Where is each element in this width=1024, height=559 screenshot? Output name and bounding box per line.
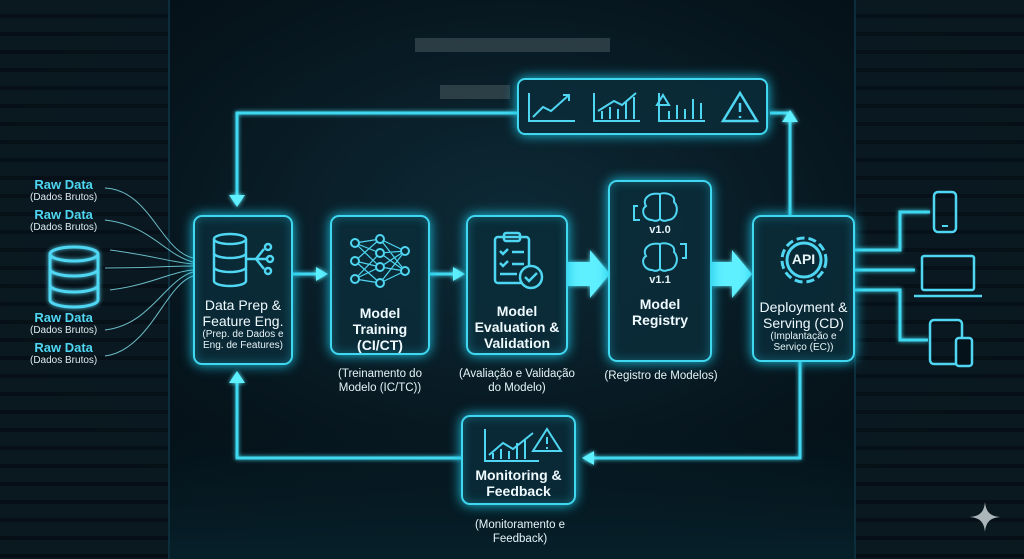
- raw-data-sublabel: (Dados Brutos): [30, 192, 98, 203]
- feedback-loop-bottom-right: [585, 362, 802, 460]
- big-arrow-registry-deploy: [712, 250, 752, 298]
- stage-deployment[interactable]: API Deployment & Serving (CD) (Implantaç…: [752, 215, 855, 362]
- stage-title: Training: [352, 321, 408, 337]
- stage-title: Model: [639, 296, 681, 312]
- server-rack-right: [854, 0, 1024, 559]
- database-feature-icon: [212, 232, 275, 288]
- stage-title: Data Prep &: [204, 297, 282, 313]
- feedback-loop-top: [235, 111, 517, 200]
- stage-data-prep[interactable]: Data Prep & Feature Eng. (Prep. de Dados…: [193, 215, 293, 365]
- arrowhead: [316, 267, 328, 281]
- stage-title: Validation: [483, 335, 551, 351]
- stage-subtitle: Eng. de Features): [202, 340, 284, 351]
- device-links: [855, 210, 930, 342]
- stage-title: Deployment &: [759, 299, 848, 315]
- arrowhead: [453, 267, 465, 281]
- raw-data-sublabel: (Dados Brutos): [30, 325, 98, 336]
- api-label: API: [791, 251, 816, 267]
- raw-data-label: Raw Data: [34, 207, 93, 222]
- stage-title: (CI/CT): [357, 337, 403, 353]
- arrowhead: [782, 110, 798, 122]
- stage-title: Evaluation &: [474, 319, 560, 335]
- raw-data-source: Raw Data(Dados Brutos): [30, 341, 97, 367]
- stage-model-evaluation[interactable]: Model Evaluation & Validation: [466, 215, 568, 355]
- ceiling-light: [415, 38, 610, 52]
- caption-line: (Treinamento do: [338, 368, 422, 380]
- caption-line: Feedback): [492, 533, 548, 545]
- database-icon: [48, 245, 100, 309]
- feedback-loop-bottom-left: [235, 378, 461, 460]
- stage-title: Feature Eng.: [202, 313, 284, 329]
- stage-model-registry[interactable]: v1.0 v1.1 Model Registry: [608, 180, 712, 362]
- stage-title: Registry: [631, 312, 689, 328]
- data-streams: [104, 187, 194, 357]
- caption-line: (Avaliação e Validação: [459, 368, 575, 380]
- stage-title: Monitoring &: [475, 467, 562, 483]
- stage-monitoring[interactable]: Monitoring & Feedback: [461, 415, 576, 505]
- server-rack-left: [0, 0, 170, 559]
- tablet-phone-icon: [928, 318, 974, 368]
- brain-icon: [633, 192, 678, 222]
- big-arrow-eval-registry: [568, 250, 610, 298]
- neural-network-icon: [350, 234, 410, 288]
- stage-caption: (Monitoramento e Feedback): [450, 518, 590, 546]
- raw-data-source: Raw Data(Dados Brutos): [30, 208, 97, 234]
- stage-caption: (Treinamento do Modelo (IC/TC)): [320, 367, 440, 395]
- trend-line-icon: [528, 92, 576, 122]
- monitoring-dashboard-panel[interactable]: [517, 78, 768, 135]
- laptop-icon: [914, 254, 982, 298]
- smartphone-icon: [932, 190, 958, 234]
- arrowhead: [229, 371, 245, 383]
- warning-icon: [720, 90, 759, 122]
- stage-subtitle: Serviço (EC)): [773, 342, 834, 353]
- stage-subtitle: (Prep. de Dados e: [202, 329, 284, 340]
- stage-caption: (Registro de Modelos): [604, 370, 718, 382]
- stage-caption: (Avaliação e Validação do Modelo): [446, 367, 588, 395]
- checklist-icon: [493, 231, 544, 290]
- bar-chart-trend-icon: [593, 91, 641, 122]
- caption-line: Modelo (IC/TC)): [338, 382, 422, 394]
- monitoring-chart-warning-icon: [483, 427, 563, 462]
- raw-data-source: Raw Data(Dados Brutos): [30, 311, 97, 337]
- api-gear-icon: API: [773, 229, 835, 291]
- raw-data-sublabel: (Dados Brutos): [30, 355, 98, 366]
- brain-icon: [642, 242, 687, 272]
- arrowhead: [582, 451, 594, 465]
- raw-data-sublabel: (Dados Brutos): [30, 222, 98, 233]
- caption-line: (Monitoramento e: [474, 519, 566, 531]
- raw-data-label: Raw Data: [34, 177, 93, 192]
- bar-chart-warning-icon: [655, 92, 705, 122]
- stage-title: Model: [496, 303, 538, 319]
- stage-subtitle: (Implantação e: [770, 331, 837, 342]
- stage-title: Model: [359, 305, 401, 321]
- caption-line: do Modelo): [488, 382, 546, 394]
- arrowhead: [229, 195, 245, 207]
- raw-data-label: Raw Data: [34, 310, 93, 325]
- model-version: v1.0: [649, 224, 671, 236]
- ceiling-light: [440, 85, 510, 99]
- raw-data-label: Raw Data: [34, 340, 93, 355]
- stage-title: Feedback: [486, 483, 551, 499]
- raw-data-source: Raw Data(Dados Brutos): [30, 178, 97, 204]
- stage-title: Serving (CD): [763, 315, 844, 331]
- sparkle-watermark-icon: [970, 502, 1000, 532]
- model-version: v1.1: [649, 274, 671, 286]
- stage-model-training[interactable]: Model Training (CI/CT): [330, 215, 430, 355]
- feedback-loop-top-right: [770, 111, 792, 215]
